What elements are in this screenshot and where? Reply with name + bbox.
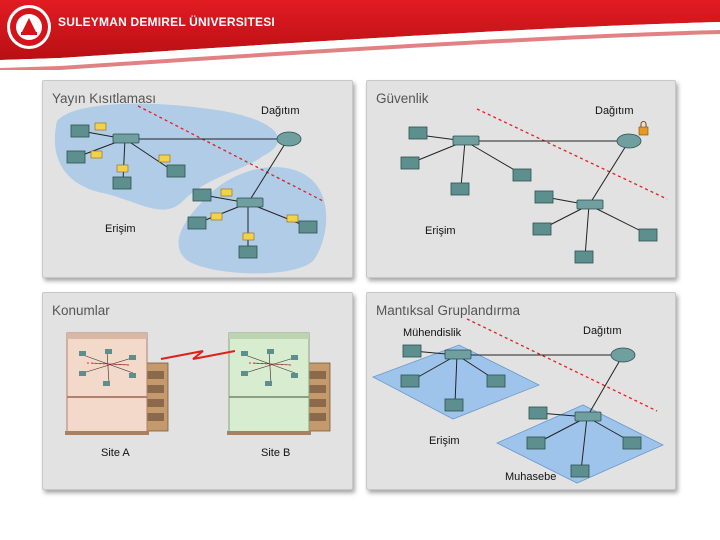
panel-title: Mantıksal Gruplandırma xyxy=(376,303,521,318)
panel-locations: Konumlar Site A Site B xyxy=(42,292,353,490)
lock-icon xyxy=(638,126,649,136)
distribution-label: Dağıtım xyxy=(583,325,622,337)
panel-security: Güvenlik Dağıtım Erişim xyxy=(366,80,676,278)
panel-title: Yayın Kısıtlaması xyxy=(52,91,157,106)
access-label: Erişim xyxy=(105,223,136,235)
wan-link xyxy=(160,350,236,360)
locations-diagram xyxy=(65,332,331,435)
accounting-plane xyxy=(496,404,664,484)
security-diagram xyxy=(400,108,668,264)
engineering-label: Mühendislik xyxy=(403,327,462,339)
site-a-building xyxy=(65,332,169,435)
site-b-label: Site B xyxy=(261,447,291,459)
panel-title: Konumlar xyxy=(52,303,110,318)
access-label: Erişim xyxy=(425,225,456,237)
logical-grouping-diagram xyxy=(372,318,664,484)
broadcast-diagram xyxy=(54,103,327,274)
header-bar xyxy=(0,0,720,70)
accounting-label: Muhasebe xyxy=(505,471,557,483)
university-name: SULEYMAN DEMIREL ÜNIVERSITESI xyxy=(58,15,275,29)
university-seal-logo xyxy=(7,5,51,49)
panel-logical-grouping: Mantıksal Gruplandırma Mühendislik Dağıt… xyxy=(366,292,676,490)
distribution-label: Dağıtım xyxy=(595,105,634,117)
panel-broadcast-restriction: Yayın Kısıtlaması Dağıtım Erişim xyxy=(42,80,353,278)
site-b-building xyxy=(227,332,331,435)
distribution-label: Dağıtım xyxy=(261,105,300,117)
panel-title: Güvenlik xyxy=(376,91,429,106)
site-a-label: Site A xyxy=(101,447,130,459)
access-label: Erişim xyxy=(429,435,460,447)
